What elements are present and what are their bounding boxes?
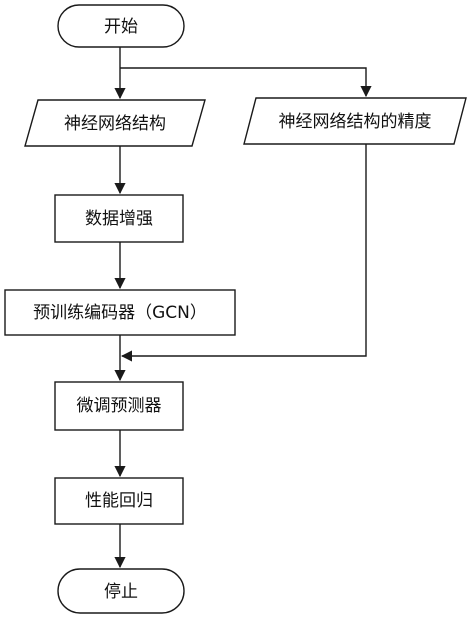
input-structure-shape: [24, 99, 206, 147]
input-structure-label: 神经网络结构: [64, 114, 166, 134]
finetune-process-shape: [54, 381, 184, 431]
node-input-structure: 神经网络结构: [24, 99, 206, 147]
start-label: 开始: [104, 17, 138, 37]
node-input-accuracy: 神经网络结构的精度: [243, 97, 467, 145]
node-finetune: 微调预测器: [54, 381, 184, 431]
regression-label: 性能回归: [85, 491, 153, 511]
augment-label: 数据增强: [85, 209, 153, 229]
edge-start-to-accuracy: [120, 67, 372, 98]
input-accuracy-shape: [243, 97, 467, 145]
start-terminal-shape: [57, 4, 185, 48]
node-pretrain: 预训练编码器（GCN）: [4, 289, 236, 336]
augment-process-shape: [54, 194, 184, 243]
node-stop: 停止: [57, 568, 185, 614]
regression-process-shape: [54, 477, 184, 525]
node-regression: 性能回归: [54, 477, 184, 525]
edges: [114, 47, 372, 569]
stop-label: 停止: [104, 582, 138, 602]
stop-terminal-shape: [57, 568, 185, 614]
finetune-label: 微调预测器: [77, 396, 162, 416]
node-start: 开始: [57, 4, 185, 48]
edge-accuracy-to-finetune: [120, 144, 367, 362]
input-accuracy-label: 神经网络结构的精度: [279, 112, 432, 132]
pretrain-process-shape: [4, 289, 236, 336]
node-augment: 数据增强: [54, 194, 184, 243]
pretrain-label: 预训练编码器（GCN）: [33, 303, 207, 323]
